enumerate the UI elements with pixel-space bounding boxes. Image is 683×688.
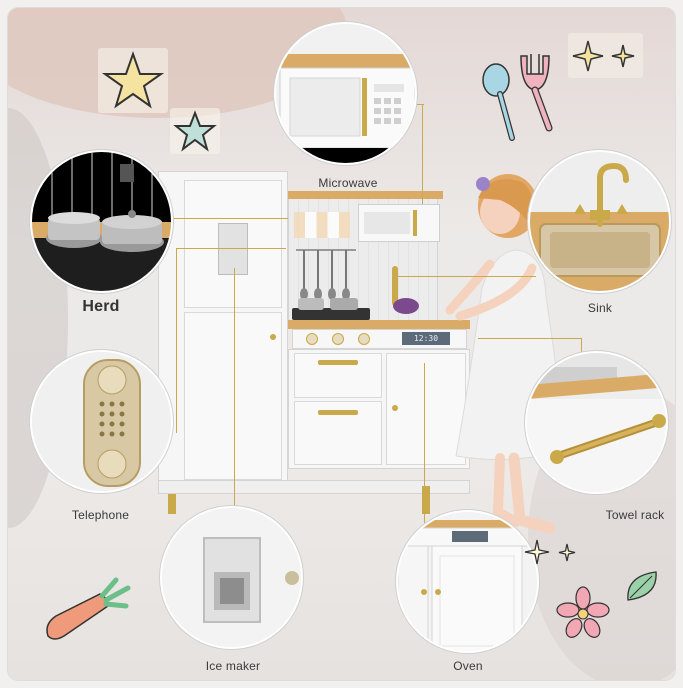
- callout-line: [398, 276, 536, 277]
- toy-grapes: [393, 298, 419, 314]
- carrot-icon: [46, 577, 131, 640]
- stove-display: 12:30: [402, 332, 450, 345]
- oven-knob: [392, 405, 398, 411]
- drawer-handle: [318, 360, 358, 365]
- kitchen-leg: [422, 486, 430, 514]
- fork-icon: [520, 54, 553, 132]
- towel-rack-detail-circle: [525, 351, 668, 494]
- callout-line: [173, 218, 288, 219]
- herd-detail-circle: [30, 150, 173, 293]
- sparkle-icon: [524, 539, 576, 565]
- herd-label: Herd: [82, 298, 120, 315]
- sink-label: Sink: [587, 301, 613, 315]
- pot: [298, 298, 324, 310]
- drawer-handle: [318, 410, 358, 415]
- stove-top: [292, 308, 370, 320]
- ice-maker-detail-image: [162, 508, 301, 647]
- product-image: 12:30: [8, 8, 675, 680]
- fridge-door-lower: [184, 312, 282, 480]
- spoon-icon: [482, 63, 515, 141]
- oven-detail-image: [398, 512, 537, 651]
- shelf-bottles: [294, 212, 350, 238]
- ice-maker-label: Ice maker: [205, 659, 261, 673]
- kitchen-leg: [168, 494, 176, 514]
- callout-line: [424, 363, 425, 523]
- callout-line: [234, 268, 235, 528]
- telephone-label: Telephone: [71, 508, 130, 522]
- hanging-utensils: [296, 249, 356, 300]
- star-icon: [98, 48, 168, 113]
- towel-rack-detail-image: [527, 353, 666, 492]
- kitchen-base: [158, 480, 470, 494]
- callout-line: [478, 338, 581, 339]
- pot: [330, 298, 358, 310]
- ice-maker-detail-circle: [160, 506, 303, 649]
- telephone-detail-image: [32, 352, 171, 491]
- oven-label: Oven: [453, 659, 483, 673]
- star-icon: [170, 108, 220, 154]
- microwave-label: Microwave: [318, 176, 378, 190]
- upper-shelf: [288, 191, 443, 199]
- sink-detail-image: [530, 152, 669, 291]
- sink-detail-circle: [528, 150, 671, 293]
- knob: [332, 333, 344, 345]
- microwave-detail-image: [276, 24, 415, 163]
- knob: [358, 333, 370, 345]
- callout-line: [581, 338, 582, 354]
- callout-line: [416, 104, 424, 105]
- ice-dispenser: [218, 223, 248, 275]
- knob: [306, 333, 318, 345]
- callout-line: [422, 104, 423, 204]
- sparkle-icon: [568, 33, 643, 78]
- microwave-small-handle: [413, 210, 417, 236]
- towel-rack-label: Towel rack: [605, 508, 665, 522]
- oven-detail-circle: [396, 510, 539, 653]
- fridge-handle: [270, 334, 276, 340]
- herd-detail-image: [32, 152, 171, 291]
- callout-line: [176, 248, 177, 433]
- kitchen-faucet: [392, 266, 398, 306]
- callout-line: [176, 248, 286, 249]
- leaf-icon: [627, 571, 657, 601]
- microwave-small-window: [364, 212, 410, 234]
- countertop: [288, 320, 470, 329]
- flower-icon: [556, 586, 610, 638]
- telephone-detail-circle: [30, 350, 173, 493]
- oven-door: [386, 353, 466, 465]
- microwave-detail-circle: [274, 22, 417, 165]
